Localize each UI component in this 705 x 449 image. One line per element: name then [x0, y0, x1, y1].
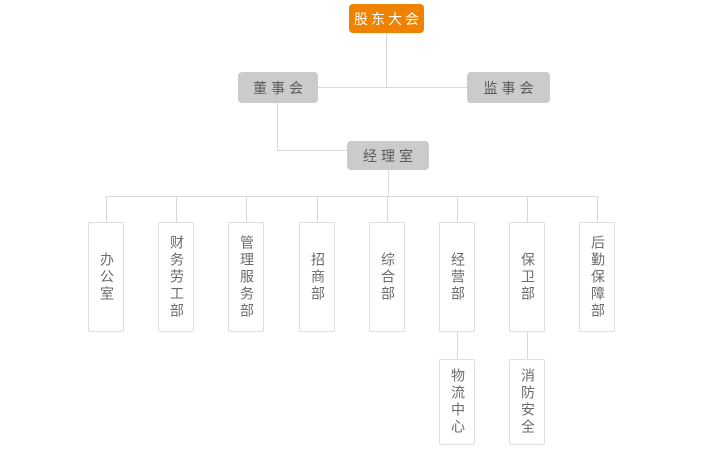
connector-department-bus	[106, 196, 597, 197]
connector-board-down	[277, 103, 278, 150]
node-general-office: 办公室	[88, 222, 124, 332]
node-manager-office: 经理室	[347, 141, 429, 170]
node-supervisory-board: 监事会	[467, 72, 550, 103]
node-investment-dept: 招商部	[299, 222, 335, 332]
connector-stub	[176, 196, 177, 222]
node-security-dept: 保卫部	[509, 222, 545, 332]
node-fire-safety: 消防安全	[509, 359, 545, 445]
connector-stub	[387, 196, 388, 222]
connector-manager-down	[388, 170, 389, 196]
connector-stub	[106, 196, 107, 222]
node-comprehensive-dept: 综合部	[369, 222, 405, 332]
node-management-service-dept: 管理服务部	[228, 222, 264, 332]
node-finance-labor-dept: 财务劳工部	[158, 222, 194, 332]
node-operations-dept: 经营部	[439, 222, 475, 332]
connector-stub	[317, 196, 318, 222]
connector-security-to-fire	[527, 332, 528, 359]
node-shareholders-meeting: 股东大会	[349, 4, 424, 33]
connector-stub	[457, 196, 458, 222]
connector-board-to-manager	[277, 150, 347, 151]
connector-root-to-level2	[386, 33, 387, 87]
connector-stub	[527, 196, 528, 222]
node-logistics-support-dept: 后勤保障部	[579, 222, 615, 332]
node-logistics-center: 物流中心	[439, 359, 475, 445]
node-board-of-directors: 董事会	[238, 72, 318, 103]
connector-board-supervisory	[318, 87, 467, 88]
connector-stub	[246, 196, 247, 222]
connector-operations-to-logistics	[457, 332, 458, 359]
connector-stub	[597, 196, 598, 222]
